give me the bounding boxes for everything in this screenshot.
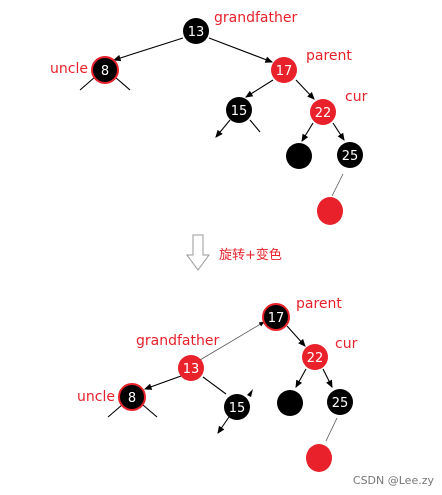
edge-8-right-stub	[114, 76, 131, 91]
top-node-17: 17	[271, 57, 297, 83]
node-label: 17	[276, 64, 293, 79]
top-uncle-label: uncle	[50, 61, 88, 77]
top-tree: 13 8 17 15 22 25 grandfather par	[50, 10, 368, 225]
watermark: CSDN @Lee.zy	[353, 474, 435, 487]
edge-8-right-stub	[142, 404, 158, 418]
node-label: 22	[315, 106, 332, 121]
top-parent-label: parent	[306, 48, 352, 64]
edge-15-left	[215, 119, 231, 138]
top-node-15: 15	[226, 97, 252, 123]
bottom-node-22: 22	[302, 344, 328, 370]
edge-13-8	[112, 37, 184, 62]
bottom-node-25: 25	[327, 389, 353, 415]
down-arrow-icon	[186, 234, 210, 271]
top-node-8: 8	[91, 56, 119, 84]
top-cur-label: cur	[345, 89, 368, 105]
bottom-node-15: 15	[224, 394, 250, 420]
edge-22-25	[322, 368, 333, 388]
bottom-node-13: 13	[178, 355, 204, 381]
edge-25-child	[331, 173, 344, 197]
bottom-node-17: 17	[262, 303, 290, 331]
edge-22-25	[332, 122, 345, 141]
node-label: 15	[231, 104, 248, 119]
edge-8-left-stub	[107, 404, 123, 418]
edge-15-left	[217, 416, 230, 434]
node-label: 13	[188, 25, 205, 40]
node-label: 13	[183, 362, 200, 377]
node-label: 8	[101, 64, 109, 79]
node-label: 25	[342, 149, 359, 164]
edge-13-15	[202, 376, 227, 395]
node-label: 17	[268, 311, 285, 326]
edge-22-left	[295, 368, 307, 388]
bottom-uncle-label: uncle	[77, 389, 115, 405]
bottom-tree: 17 13 22 8 15 25 parent grandfat	[77, 296, 358, 472]
bottom-node-8: 8	[118, 383, 146, 411]
edge-13-17	[208, 37, 274, 63]
node-label: 8	[128, 391, 136, 406]
top-node-black-leaf	[286, 143, 312, 169]
node-label: 25	[332, 396, 349, 411]
bottom-node-black-leaf	[277, 390, 303, 416]
edge-22-left	[301, 122, 314, 142]
transition: 旋转+变色	[186, 234, 282, 271]
edge-25-child	[325, 417, 338, 442]
bottom-parent-label: parent	[296, 296, 342, 312]
bottom-cur-label: cur	[335, 336, 358, 352]
edge-17-15	[245, 79, 274, 98]
top-node-13: 13	[183, 18, 209, 44]
bottom-grandfather-label: grandfather	[136, 333, 219, 349]
edge-15-right-stub	[249, 119, 261, 133]
top-node-25: 25	[337, 142, 363, 168]
edge-17-22	[295, 79, 315, 100]
edge-8-left-stub	[79, 76, 96, 91]
edge-17-22	[286, 325, 306, 347]
bottom-node-red-leaf	[306, 444, 332, 472]
node-label: 22	[307, 351, 324, 366]
edge-13-17-rotated	[199, 321, 265, 361]
top-node-red-leaf	[317, 197, 343, 225]
node-label: 15	[229, 401, 246, 416]
top-node-22: 22	[310, 99, 336, 125]
edge-15-right-stub	[247, 389, 253, 397]
top-grandfather-label: grandfather	[214, 10, 297, 26]
transition-caption: 旋转+变色	[219, 247, 282, 263]
edge-13-8	[143, 375, 182, 390]
